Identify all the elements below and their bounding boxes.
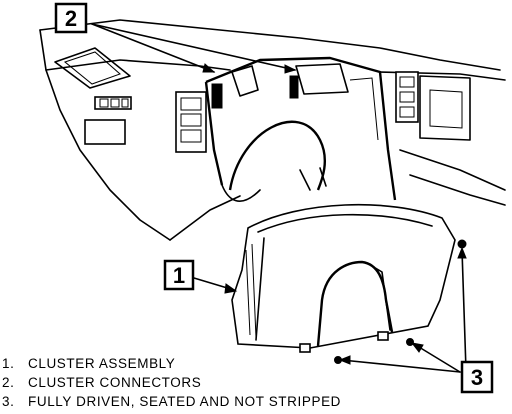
callout-3: 3: [460, 360, 494, 394]
legend-text: CLUSTER ASSEMBLY: [28, 356, 176, 371]
legend-number: 3.: [2, 394, 15, 409]
callout-3-label: 3: [471, 365, 483, 390]
callout-2: 2: [54, 2, 88, 34]
legend-number: 1.: [2, 356, 15, 371]
leader-lines: [91, 23, 467, 373]
legend-text: FULLY DRIVEN, SEATED AND NOT STRIPPED: [28, 394, 342, 409]
legend-number: 2.: [2, 375, 15, 390]
callout-2-label: 2: [65, 6, 77, 31]
legend-text: CLUSTER CONNECTORS: [28, 375, 202, 390]
instrument-panel-drawing: [39, 19, 506, 241]
callout-1-label: 1: [173, 263, 185, 288]
screw-lower-right: [406, 338, 414, 346]
callout-1: 1: [163, 259, 195, 291]
legend-item: 2. CLUSTER CONNECTORS: [2, 373, 341, 392]
parts-legend: 1.CLUSTER ASSEMBLY 2.CLUSTER CONNECTORS …: [2, 354, 341, 411]
legend-item: 1. CLUSTER ASSEMBLY: [2, 354, 341, 373]
cluster-assembly-drawing: [231, 203, 456, 353]
legend-item: 3. FULLY DRIVEN, SEATED AND NOT STRIPPED: [2, 392, 341, 411]
